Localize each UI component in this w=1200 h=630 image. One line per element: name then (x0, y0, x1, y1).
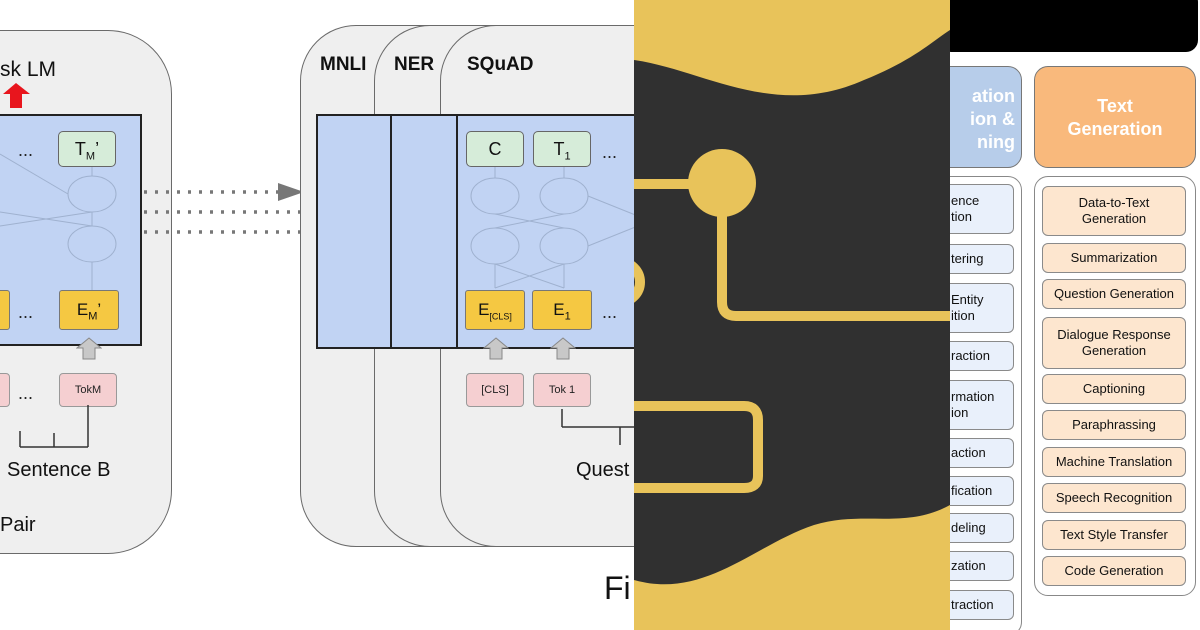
task-item: Summarization (1042, 243, 1186, 273)
task-item: raction (950, 341, 1014, 371)
ellipsis: ... (18, 302, 34, 322)
task-label-squad: SQuAD (467, 54, 534, 75)
figure-caption: Fi (604, 570, 631, 606)
sentence-bracket (19, 405, 89, 448)
token-tokm: TokM (59, 373, 117, 407)
task-item: Question Generation (1042, 279, 1186, 309)
bert-diagram-panel: sk LM TM’ EM’ ... ... ... TokM (0, 25, 634, 606)
ellipsis: ... (602, 142, 618, 162)
question-bracket (561, 409, 634, 445)
grey-up-arrow (76, 337, 102, 360)
red-up-arrow (3, 83, 30, 108)
task-item: tering (950, 244, 1014, 274)
sentence-b-label: Sentence B (7, 459, 111, 481)
task-item: Machine Translation (1042, 447, 1186, 477)
circuit-illustration-panel (634, 0, 950, 630)
task-item: Data-to-Text Generation (1042, 186, 1186, 236)
output-node-tm: TM’ (58, 131, 116, 167)
token-partial (0, 373, 10, 407)
task-item: Text Style Transfer (1042, 520, 1186, 550)
embedding-node-e1: E1 (532, 290, 592, 330)
task-item: ence tion (950, 184, 1014, 234)
embedding-node-cls: E[CLS] (465, 290, 525, 330)
embedding-node-em: EM’ (59, 290, 119, 330)
token-tok1: Tok 1 (533, 373, 591, 407)
task-item: Entity ition (950, 283, 1014, 333)
task-item: Dialogue Response Generation (1042, 317, 1186, 369)
embedding-node-partial (0, 290, 10, 330)
ellipsis: ... (18, 383, 34, 403)
grey-up-arrow (550, 337, 576, 360)
task-item: Paraphrassing (1042, 410, 1186, 440)
task-item: zation (950, 551, 1014, 581)
question-label: Quest (576, 459, 630, 481)
circuit-graphic (634, 30, 950, 585)
category-header-left: ation ion & ning (950, 66, 1022, 168)
task-item: Captioning (1042, 374, 1186, 404)
masked-lm-label: sk LM (0, 58, 57, 81)
task-label-ner: NER (394, 54, 435, 75)
task-item: action (950, 438, 1014, 468)
top-dark-bar (950, 0, 1198, 52)
task-item: traction (950, 590, 1014, 620)
task-item: rmation ion (950, 380, 1014, 430)
ellipsis: ... (602, 302, 618, 322)
ellipsis: ... (18, 140, 34, 160)
category-header-text-generation: Text Generation (1034, 66, 1196, 168)
task-label-mnli: MNLI (320, 54, 367, 75)
model-box-mnli (316, 114, 400, 349)
task-item: Code Generation (1042, 556, 1186, 586)
token-cls: [CLS] (466, 373, 524, 407)
task-item: deling (950, 513, 1014, 543)
grey-up-arrow (483, 337, 509, 360)
output-node-t1: T1 (533, 131, 591, 167)
pair-label: Pair (0, 514, 36, 536)
squad-network-lines (470, 164, 634, 289)
output-node-c: C (466, 131, 524, 167)
task-item: Speech Recognition (1042, 483, 1186, 513)
task-item: fication (950, 476, 1014, 506)
